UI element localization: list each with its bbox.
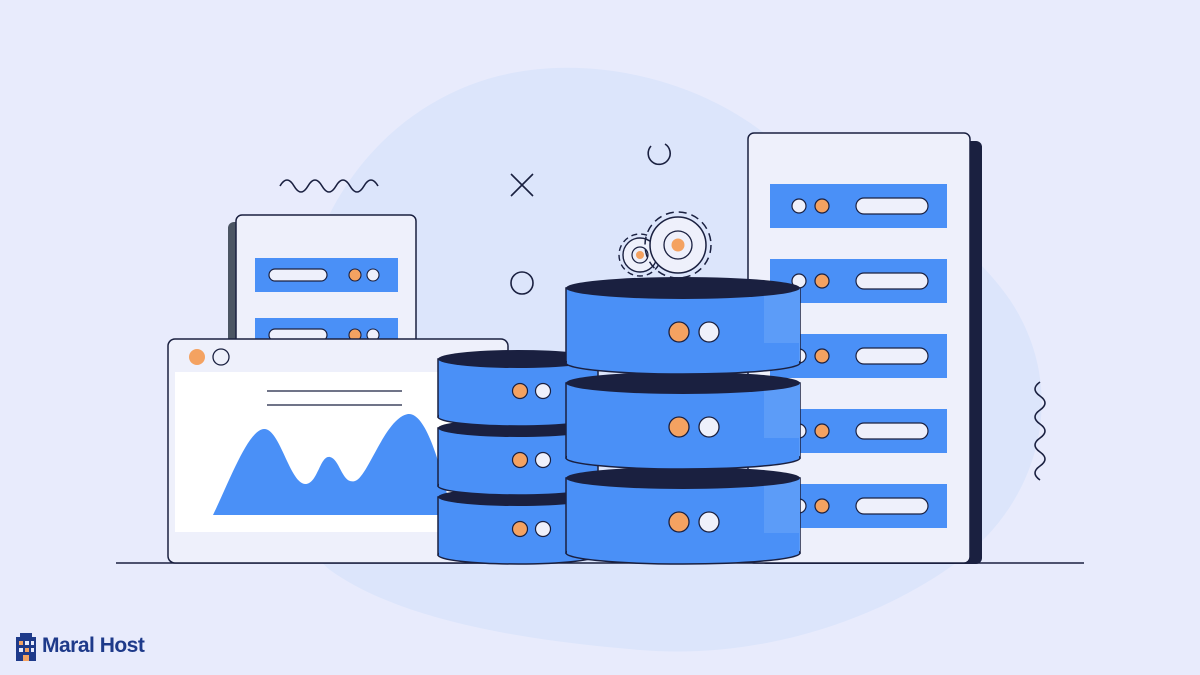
brand-name: Maral Host	[42, 634, 145, 657]
arc-doodle	[647, 143, 671, 166]
small-server-rack-icon	[228, 214, 417, 356]
window-dot-empty	[212, 348, 230, 366]
database-stack-icon	[565, 276, 801, 565]
vertical-wave-doodle	[1034, 381, 1046, 481]
wave-doodle	[279, 179, 379, 193]
circle-doodle	[510, 271, 534, 295]
window-dot-orange	[189, 349, 205, 365]
gear-icon	[618, 211, 712, 279]
building-logo-icon	[16, 633, 36, 661]
area-chart-icon	[213, 413, 452, 515]
brand-logo[interactable]: Maral Host	[14, 628, 145, 664]
cross-doodle	[510, 173, 534, 197]
